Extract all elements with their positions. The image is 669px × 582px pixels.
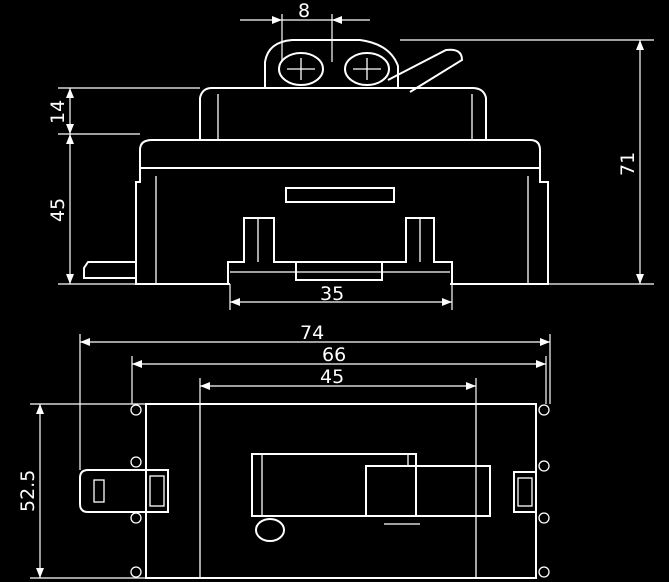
terminal-housing [264, 39, 399, 88]
top-view-body [145, 403, 537, 579]
side-view [83, 39, 549, 285]
dim-label-rail-width: 35 [320, 283, 344, 305]
dim-screw-pitch: 8 [240, 0, 370, 62]
screw-terminal-right [344, 52, 390, 86]
dim-cover-width: 45 [199, 366, 477, 404]
connector-right [513, 471, 537, 513]
dim-label-body-height: 45 [47, 198, 69, 222]
top-view [79, 403, 550, 579]
lever-top-view [251, 453, 417, 517]
dim-label-cover-width: 45 [320, 366, 344, 388]
side-pin [83, 261, 136, 279]
lever-handle [365, 465, 491, 517]
dim-label-overall-width: 74 [300, 322, 324, 344]
dim-rail-width: 35 [229, 283, 453, 310]
screw-terminal-left [278, 52, 324, 86]
dim-label-body-width: 66 [322, 344, 346, 366]
dim-body-width: 66 [131, 344, 547, 404]
label-window [285, 187, 395, 203]
dim-left-heights: 14 45 [47, 87, 200, 285]
base-body [135, 168, 549, 285]
dim-label-overall-height: 71 [617, 152, 639, 176]
dim-overall-width: 74 [79, 322, 551, 470]
top-view-pin [79, 469, 146, 513]
dim-overall-height: 71 [400, 39, 654, 285]
din-clip [227, 217, 453, 284]
indicator-light [255, 518, 285, 542]
middle-body [139, 139, 541, 169]
connector-left [145, 469, 169, 513]
top-cap [199, 87, 487, 140]
dim-depth: 52.5 [17, 403, 146, 579]
dim-label-screw-pitch: 8 [298, 0, 310, 22]
toggle-lever [387, 48, 464, 93]
dim-label-top-height: 14 [47, 100, 69, 124]
dim-label-depth: 52.5 [17, 470, 39, 512]
